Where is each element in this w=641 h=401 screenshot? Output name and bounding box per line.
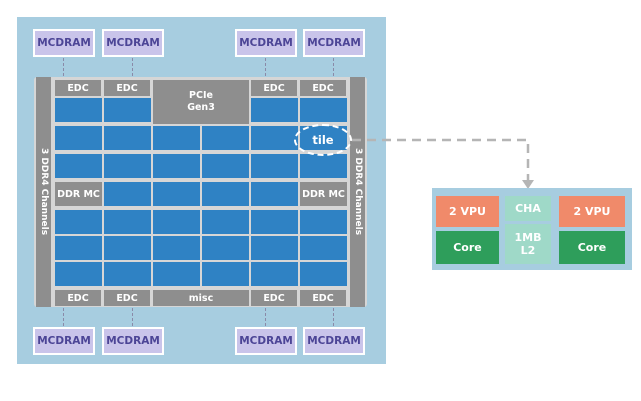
tile: [104, 154, 151, 178]
tile: [153, 182, 200, 206]
tile: [55, 126, 102, 150]
tile: [251, 236, 298, 260]
tile: [104, 210, 151, 234]
tile: [251, 182, 298, 206]
l2-cache-block: 1MB L2: [505, 224, 551, 264]
tile: [202, 182, 249, 206]
edc-bottom-2: EDC: [104, 290, 150, 306]
tile: [55, 154, 102, 178]
mcdram-connector: [333, 308, 334, 326]
mcdram-connector: [265, 308, 266, 326]
tile: [104, 182, 151, 206]
pcie-gen3-block: PCIe Gen3: [153, 80, 249, 124]
edc-top-1: EDC: [55, 80, 101, 96]
tile: [153, 154, 200, 178]
mcdram-bottom-4: MCDRAM: [303, 327, 365, 355]
tile: [104, 262, 151, 286]
mcdram-connector: [265, 58, 266, 76]
tile: [153, 262, 200, 286]
mcdram-connector: [132, 308, 133, 326]
tile: [251, 154, 298, 178]
tile: [202, 236, 249, 260]
tile: [104, 126, 151, 150]
tile: [104, 236, 151, 260]
vpu-right: 2 VPU: [559, 196, 625, 227]
tile: [55, 210, 102, 234]
mcdram-top-4: MCDRAM: [303, 29, 365, 57]
ddr-mc-right: DDR MC: [300, 182, 347, 206]
edc-top-2: EDC: [104, 80, 150, 96]
vpu-left: 2 VPU: [436, 196, 499, 227]
tile: [300, 154, 347, 178]
tile: [300, 262, 347, 286]
tile: [153, 236, 200, 260]
mcdram-connector: [333, 58, 334, 76]
tile: [202, 126, 249, 150]
tile: [202, 210, 249, 234]
mcdram-top-3: MCDRAM: [235, 29, 297, 57]
core-right: Core: [559, 231, 625, 264]
tile-highlight: tile: [294, 124, 352, 156]
mcdram-bottom-3: MCDRAM: [235, 327, 297, 355]
ddr-channels-right: 3 DDR4 Channels: [350, 77, 365, 307]
tile: [300, 210, 347, 234]
tile: [202, 262, 249, 286]
tile: [202, 154, 249, 178]
edc-bottom-4: EDC: [300, 290, 346, 306]
edc-bottom-1: EDC: [55, 290, 101, 306]
mcdram-top-1: MCDRAM: [33, 29, 95, 57]
tile: [55, 262, 102, 286]
ddr-channels-left: 3 DDR4 Channels: [36, 77, 51, 307]
tile: [55, 236, 102, 260]
mcdram-top-2: MCDRAM: [102, 29, 164, 57]
core-left: Core: [436, 231, 499, 264]
tile: [153, 210, 200, 234]
mcdram-connector: [63, 58, 64, 76]
misc-block: misc: [153, 290, 249, 306]
edc-bottom-3: EDC: [251, 290, 297, 306]
tile: [104, 98, 151, 122]
cha-block: CHA: [505, 196, 551, 221]
ddr-mc-left: DDR MC: [55, 182, 102, 206]
tile: [251, 210, 298, 234]
mcdram-connector: [132, 58, 133, 76]
tile: [251, 262, 298, 286]
mcdram-bottom-2: MCDRAM: [102, 327, 164, 355]
mcdram-connector: [63, 308, 64, 326]
tile: [251, 98, 298, 122]
tile: [153, 126, 200, 150]
tile: [300, 98, 347, 122]
tile: [251, 126, 298, 150]
mcdram-bottom-1: MCDRAM: [33, 327, 95, 355]
tile: [300, 236, 347, 260]
edc-top-4: EDC: [300, 80, 346, 96]
ddr-channels-left-label: 3 DDR4 Channels: [39, 147, 49, 236]
tile-pointer-arrow: [352, 138, 534, 189]
edc-top-3: EDC: [251, 80, 297, 96]
tile: [55, 98, 102, 122]
